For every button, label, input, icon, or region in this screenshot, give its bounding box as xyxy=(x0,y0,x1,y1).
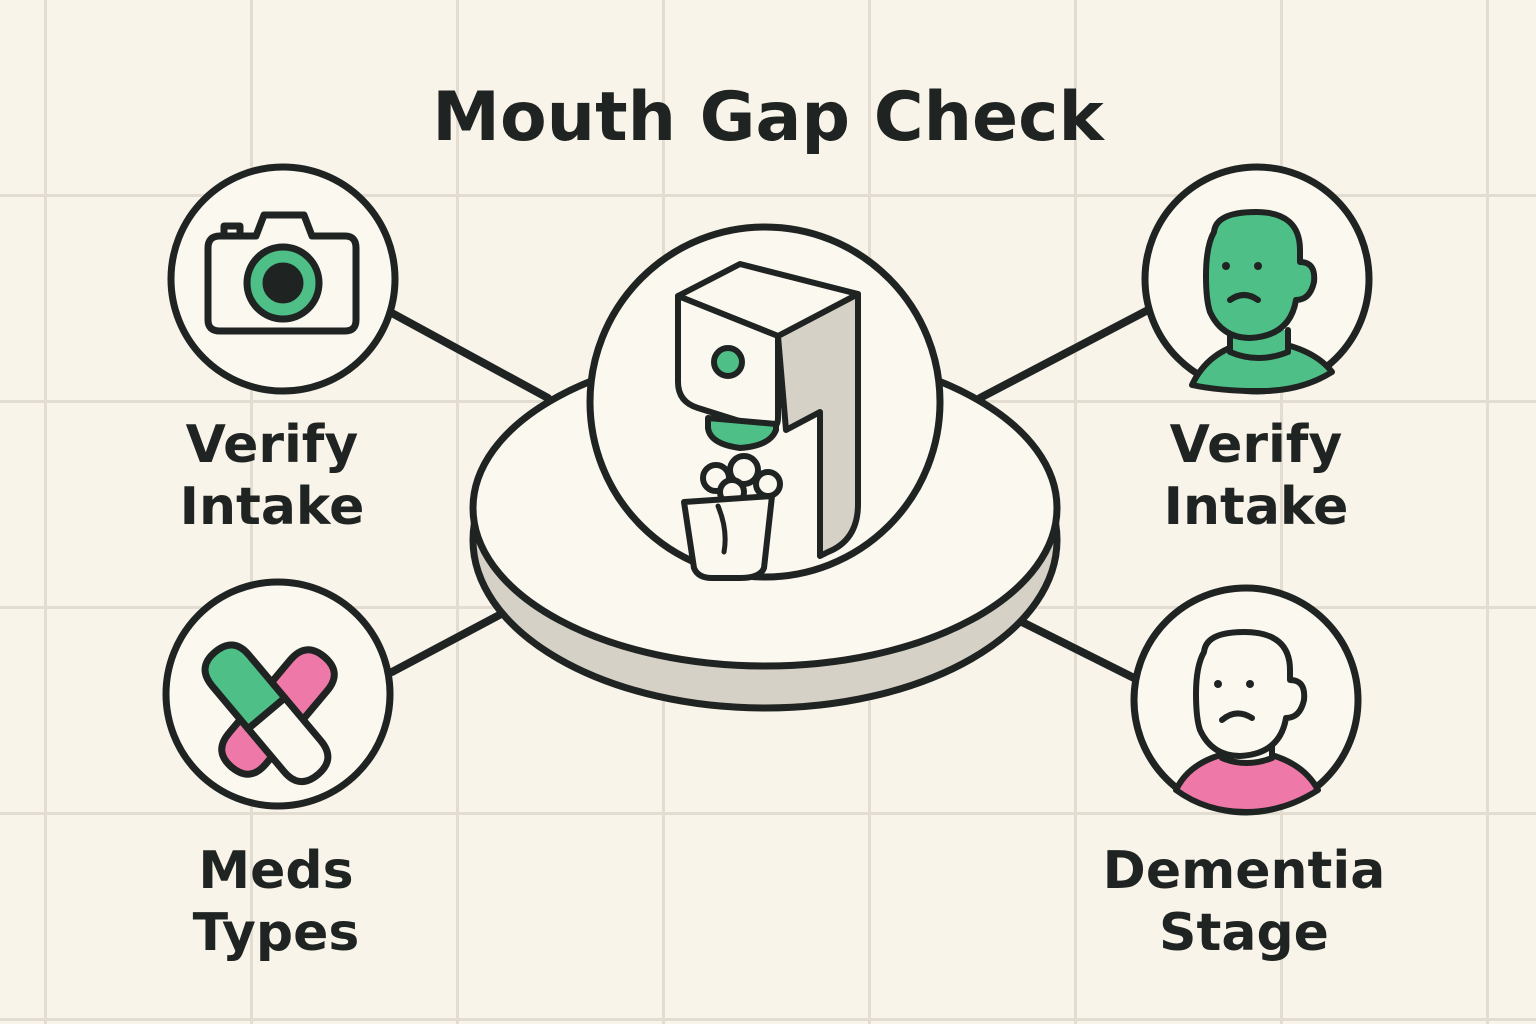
label-line: Stage xyxy=(1159,903,1329,963)
node-verify-intake-camera[interactable] xyxy=(167,163,399,395)
label-verify-intake-right: Verify Intake xyxy=(1106,414,1406,538)
label-line: Intake xyxy=(179,477,365,537)
capsules-icon xyxy=(201,641,338,786)
sad-person-icon xyxy=(1189,209,1335,395)
connector-lines xyxy=(386,306,1152,684)
connector-meds-types xyxy=(388,608,509,676)
diagram-title: Mouth Gap Check xyxy=(432,78,1104,157)
label-line: Verify xyxy=(1169,415,1343,475)
pill-dispenser-icon xyxy=(675,261,861,581)
label-meds-types: Meds Types xyxy=(126,840,426,964)
node-dementia-stage[interactable] xyxy=(1130,584,1362,816)
connector-dementia-stage xyxy=(1018,618,1142,684)
camera-icon xyxy=(204,211,360,335)
node-verify-intake-person[interactable] xyxy=(1141,163,1373,395)
label-line: Types xyxy=(192,903,360,963)
label-dementia-stage: Dementia Stage xyxy=(1094,840,1394,964)
label-verify-intake-left: Verify Intake xyxy=(122,414,422,538)
label-line: Meds xyxy=(198,841,354,901)
node-meds-types[interactable] xyxy=(162,578,394,810)
label-line: Verify xyxy=(185,415,359,475)
connector-verify-intake-right xyxy=(976,306,1152,402)
connector-verify-intake-left xyxy=(386,308,552,402)
center-node[interactable] xyxy=(586,223,944,581)
label-line: Intake xyxy=(1163,477,1349,537)
label-line: Dementia xyxy=(1102,841,1386,901)
sad-person-icon xyxy=(1173,629,1321,815)
